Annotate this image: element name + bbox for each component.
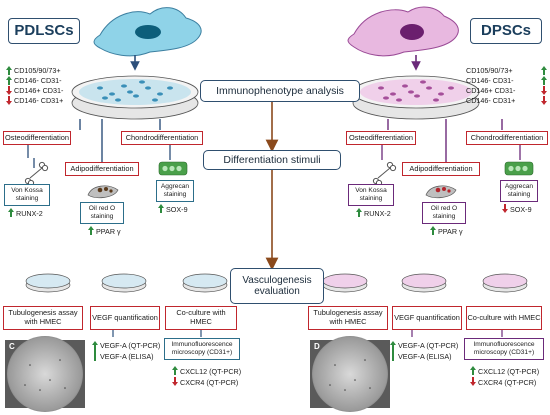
left-adipo-box: Adipodifferentiation bbox=[65, 162, 139, 176]
vasculogenesis-stage: Vasculogenesis evaluation bbox=[230, 268, 324, 304]
left-culture-dish-icon bbox=[71, 75, 199, 120]
left-sox-arrow-icon bbox=[158, 204, 164, 213]
left-chondro-box: Chondrodifferentiation bbox=[121, 131, 203, 145]
right-immunofluorescence-box: Immunofluorescence microscopy (CD31+) bbox=[464, 338, 544, 360]
right-marker-3: CD146+ CD31- bbox=[466, 86, 516, 95]
right-cxcl12-arrow-icon bbox=[470, 366, 476, 375]
left-vasc-dish-3-icon bbox=[182, 273, 228, 293]
right-marker-arrow-1-icon bbox=[541, 66, 547, 75]
right-marker-2: CD146- CD31- bbox=[466, 76, 514, 85]
left-oilred-box: Oil red O staining bbox=[80, 202, 124, 224]
left-adipocyte-icon bbox=[87, 185, 119, 199]
right-ppar-label: PPAR γ bbox=[438, 227, 463, 236]
left-chondrocyte-icon bbox=[158, 161, 188, 176]
left-immunofluorescence-box: Immunofluorescence microscopy (CD31+) bbox=[164, 338, 240, 360]
right-vasc-dish-1-icon bbox=[322, 273, 368, 293]
right-title: DPSCs bbox=[470, 18, 542, 44]
right-marker-arrow-3-icon bbox=[541, 86, 547, 95]
right-marker-arrow-2-icon bbox=[541, 76, 547, 85]
right-tubulogenesis-box: Tubulogenesis assay with HMEC bbox=[308, 306, 388, 330]
right-adipocyte-icon bbox=[425, 185, 457, 199]
right-cxcl12: CXCL12 (QT-PCR) bbox=[478, 367, 540, 376]
right-vegf-qtpcr: VEGF-A (QT-PCR) bbox=[398, 341, 459, 350]
right-osteo-box: Osteodifferentiation bbox=[346, 131, 416, 145]
left-ppar-label: PPAR γ bbox=[96, 227, 121, 236]
right-vonkossa-box: Von Kossa staining bbox=[348, 184, 394, 206]
right-marker-arrow-4-icon bbox=[541, 96, 547, 105]
left-vasc-dish-2-icon bbox=[101, 273, 147, 293]
right-bone-icon bbox=[372, 161, 397, 187]
left-cxcr4: CXCR4 (QT-PCR) bbox=[180, 378, 239, 387]
differentiation-stage: Differentiation stimuli bbox=[203, 150, 341, 170]
left-coculture-box: Co-culture with HMEC bbox=[165, 306, 237, 330]
left-vonkossa-box: Von Kossa staining bbox=[4, 184, 50, 206]
left-cxcl12-arrow-icon bbox=[172, 366, 178, 375]
right-runx-label: RUNX-2 bbox=[364, 209, 391, 218]
right-cxcr4-arrow-icon bbox=[470, 377, 476, 386]
left-vasc-dish-1-icon bbox=[25, 273, 71, 293]
right-chondrocyte-icon bbox=[504, 161, 534, 176]
left-marker-4: CD146- CD31+ bbox=[14, 96, 64, 105]
right-chondro-box: Chondrodifferentiation bbox=[466, 131, 548, 145]
right-nucleus-icon bbox=[400, 24, 424, 40]
left-marker-3: CD146+ CD31- bbox=[14, 86, 64, 95]
left-vegf-box: VEGF quantification bbox=[90, 306, 160, 330]
left-marker-arrow-3-icon bbox=[6, 86, 12, 95]
right-marker-4: CD146- CD31+ bbox=[466, 96, 516, 105]
left-marker-arrow-2-icon bbox=[6, 76, 12, 85]
left-ppar-arrow-icon bbox=[88, 226, 94, 235]
immunophenotype-stage: Immunophenotype analysis bbox=[200, 80, 360, 102]
right-sox-arrow-icon bbox=[502, 204, 508, 213]
left-aggrecan-box: Aggrecan staining bbox=[156, 180, 194, 202]
right-oilred-box: Oil red O staining bbox=[422, 202, 466, 224]
right-micrograph-image bbox=[310, 336, 390, 412]
right-coculture-box: Co-culture with HMEC bbox=[466, 306, 542, 330]
left-marker-arrow-4-icon bbox=[6, 96, 12, 105]
left-cxcr4-arrow-icon bbox=[172, 377, 178, 386]
left-marker-1: CD105/90/73+ bbox=[14, 66, 61, 75]
left-marker-arrow-1-icon bbox=[6, 66, 12, 75]
right-vegf-box: VEGF quantification bbox=[392, 306, 462, 330]
right-vegf-elisa: VEGF-A (ELISA) bbox=[398, 352, 452, 361]
left-runx-arrow-icon bbox=[8, 208, 14, 217]
right-vasc-dish-2-icon bbox=[401, 273, 447, 293]
right-marker-1: CD105/90/73+ bbox=[466, 66, 513, 75]
right-cxcr4: CXCR4 (QT-PCR) bbox=[478, 378, 537, 387]
left-tubulogenesis-box: Tubulogenesis assay with HMEC bbox=[3, 306, 83, 330]
right-ppar-arrow-icon bbox=[430, 226, 436, 235]
right-vegf-arrow-icon bbox=[390, 341, 396, 361]
left-title: PDLSCs bbox=[8, 18, 80, 44]
left-cxcl12: CXCL12 (QT-PCR) bbox=[180, 367, 242, 376]
left-vegf-qtpcr: VEGF-A (QT-PCR) bbox=[100, 341, 161, 350]
left-marker-2: CD146- CD31- bbox=[14, 76, 62, 85]
right-panel-label: D bbox=[314, 342, 320, 351]
left-runx-label: RUNX-2 bbox=[16, 209, 43, 218]
right-runx-arrow-icon bbox=[356, 208, 362, 217]
left-panel-label: C bbox=[9, 342, 15, 351]
right-culture-dish-icon bbox=[352, 75, 480, 120]
left-vegf-arrow-icon bbox=[92, 341, 98, 361]
right-sox-label: SOX-9 bbox=[510, 205, 532, 214]
left-sox-label: SOX-9 bbox=[166, 205, 188, 214]
right-adipo-box: Adipodifferentiation bbox=[402, 162, 480, 176]
left-osteo-box: Osteodifferentiation bbox=[3, 131, 71, 145]
left-micrograph-image bbox=[5, 336, 85, 412]
left-bone-icon bbox=[24, 161, 49, 187]
right-vasc-dish-3-icon bbox=[482, 273, 528, 293]
right-aggrecan-box: Aggrecan staining bbox=[500, 180, 538, 202]
left-vegf-elisa: VEGF-A (ELISA) bbox=[100, 352, 154, 361]
left-nucleus-icon bbox=[135, 25, 161, 39]
